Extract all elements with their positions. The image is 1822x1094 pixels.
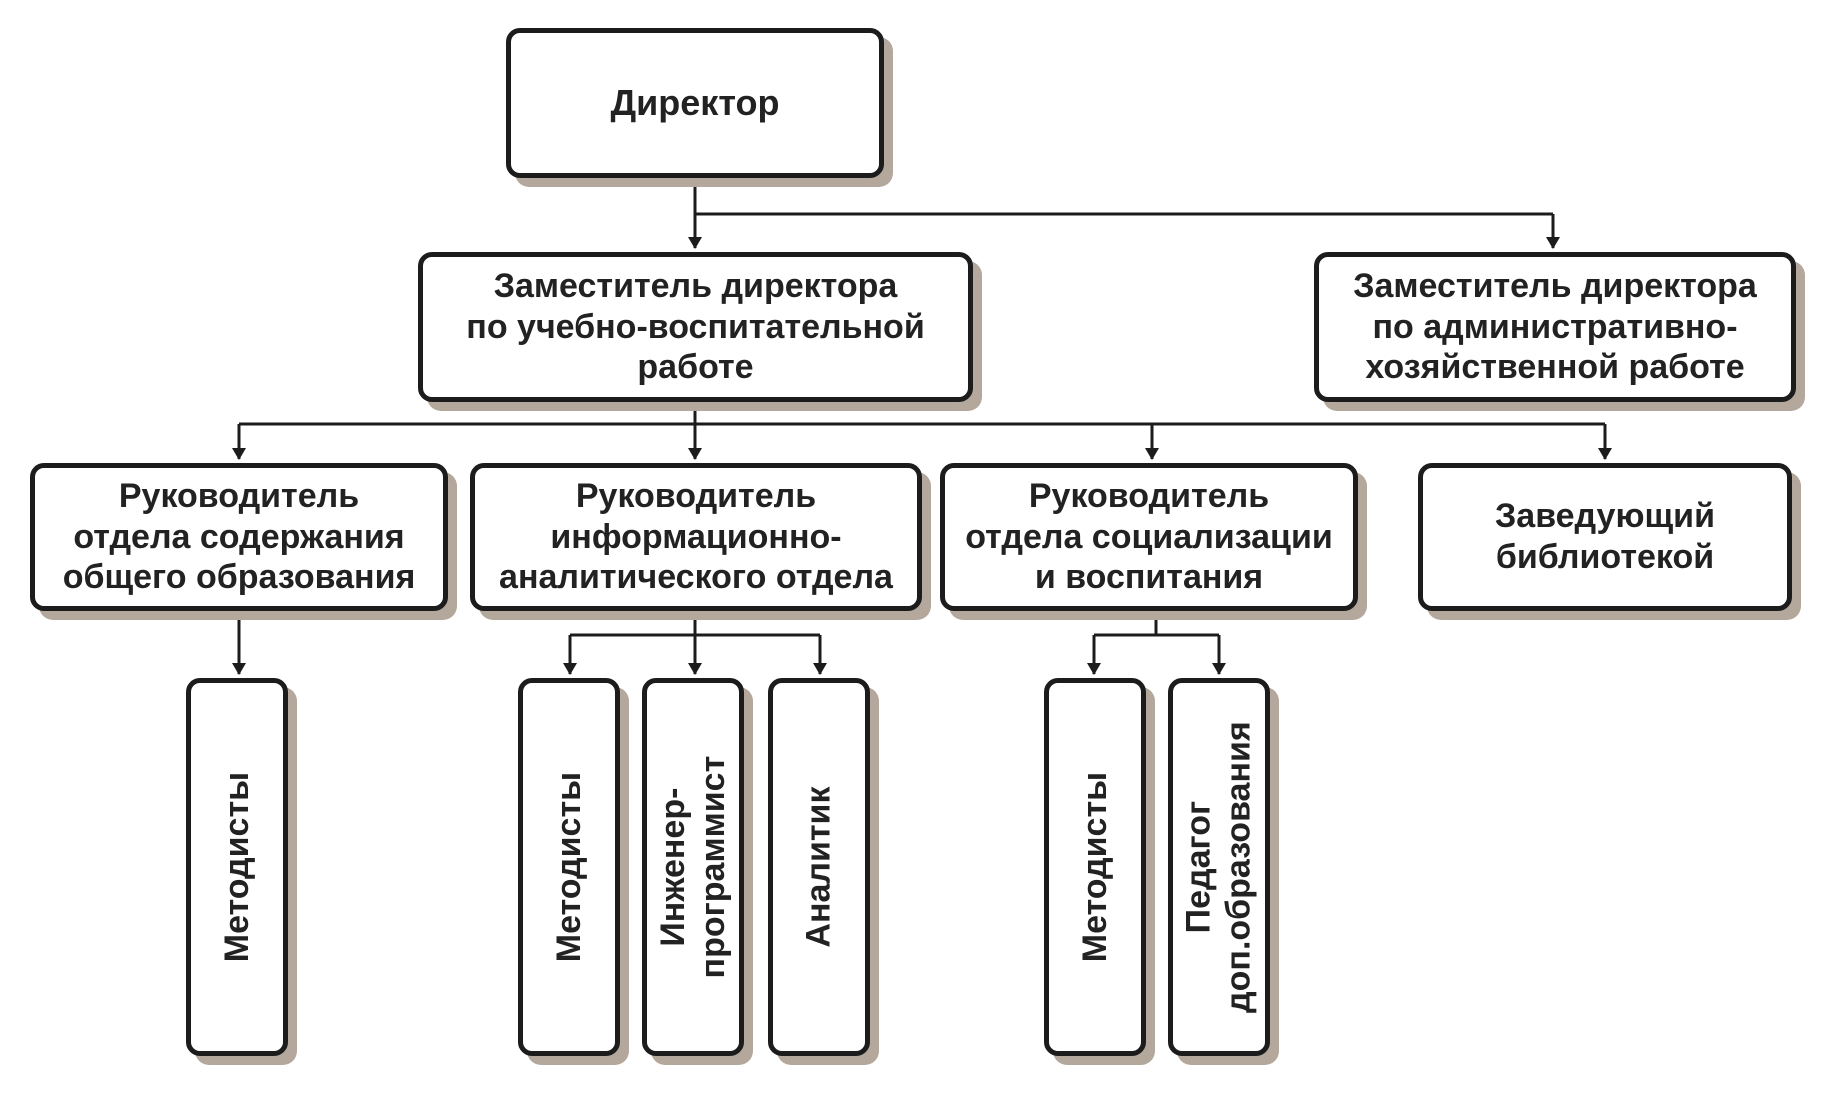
node-additional-education-teacher: Педагог доп.образования bbox=[1168, 678, 1270, 1056]
node-head-social-label: Руководитель отдела социализации и воспи… bbox=[965, 476, 1333, 597]
node-librarian-label: Заведующий библиотекой bbox=[1494, 497, 1715, 576]
node-methodists-2: Методисты bbox=[518, 678, 620, 1056]
node-director-label: Директор bbox=[610, 82, 780, 124]
node-analyst-label: Аналитик bbox=[799, 786, 838, 948]
node-methodists-1: Методисты bbox=[186, 678, 288, 1056]
node-engineer-programmer: Инженер- программист bbox=[642, 678, 744, 1056]
node-head-content: Руководитель отдела содержания общего об… bbox=[30, 463, 448, 611]
node-engineer-programmer-label: Инженер- программист bbox=[653, 755, 732, 979]
node-librarian: Заведующий библиотекой bbox=[1418, 463, 1792, 611]
node-methodists-2-label: Методисты bbox=[549, 771, 588, 963]
node-head-info-label: Руководитель информационно- аналитическо… bbox=[499, 476, 893, 597]
node-deputy-edu-label: Заместитель директора по учебно-воспитат… bbox=[466, 266, 925, 387]
node-analyst: Аналитик bbox=[768, 678, 870, 1056]
node-head-social: Руководитель отдела социализации и воспи… bbox=[940, 463, 1358, 611]
node-methodists-3-label: Методисты bbox=[1075, 771, 1114, 963]
node-methodists-1-label: Методисты bbox=[217, 771, 256, 963]
node-deputy-admin: Заместитель директора по административно… bbox=[1314, 252, 1796, 402]
node-head-content-label: Руководитель отдела содержания общего об… bbox=[62, 476, 416, 597]
node-head-info: Руководитель информационно- аналитическо… bbox=[470, 463, 922, 611]
node-methodists-3: Методисты bbox=[1044, 678, 1146, 1056]
node-deputy-admin-label: Заместитель директора по административно… bbox=[1353, 266, 1757, 387]
node-additional-education-teacher-label: Педагог доп.образования bbox=[1179, 721, 1258, 1013]
node-director: Директор bbox=[506, 28, 884, 178]
node-deputy-edu: Заместитель директора по учебно-воспитат… bbox=[418, 252, 973, 402]
